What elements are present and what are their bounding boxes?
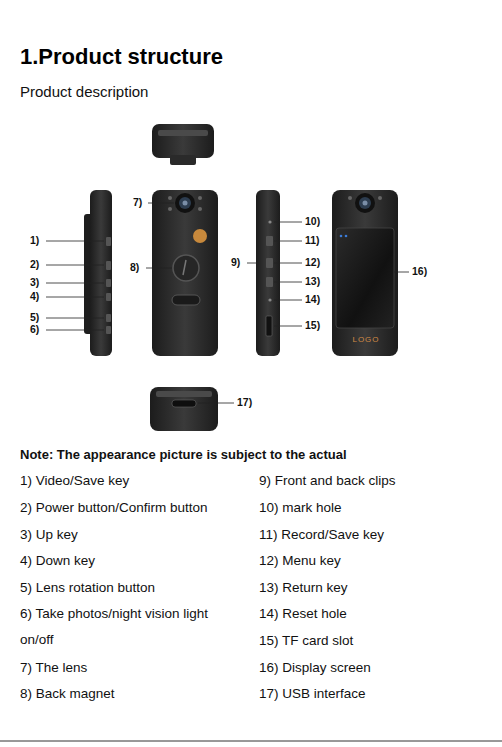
part-description: 9) Front and back clips (259, 468, 396, 495)
callout-number: 8) (130, 261, 139, 274)
part-description: 12) Menu key (259, 548, 341, 575)
callout-number: 6) (30, 323, 39, 336)
callout-number: 15) (305, 319, 320, 332)
callout-number: 7) (133, 196, 142, 209)
top-view (152, 124, 214, 165)
left-side-view (46, 190, 112, 356)
part-description: 4) Down key (20, 548, 95, 575)
logo-text: LOGO (352, 335, 379, 345)
part-description: 5) Lens rotation button (20, 575, 155, 602)
part-description: 17) USB interface (259, 681, 366, 708)
part-description: 3) Up key (20, 522, 78, 549)
callout-number: 11) (305, 234, 320, 247)
callout-number: 5) (30, 311, 39, 324)
part-description: 15) TF card slot (259, 628, 353, 655)
bottom-view (150, 387, 234, 431)
part-description: 6) Take photos/night vision light on/off (20, 601, 242, 654)
part-description: 11) Record/Save key (259, 522, 384, 549)
callout-number: 14) (305, 293, 320, 306)
subtitle: Product description (20, 83, 148, 102)
part-description: 8) Back magnet (20, 681, 115, 708)
callout-number: 10) (305, 215, 320, 228)
callout-number: 13) (305, 275, 320, 288)
part-description: 16) Display screen (259, 655, 371, 682)
callout-number: 16) (412, 265, 427, 278)
page-title: 1.Product structure (20, 44, 223, 70)
callout-number: 17) (237, 396, 252, 409)
callout-number: 12) (305, 256, 320, 269)
part-description: 7) The lens (20, 655, 87, 682)
page-rule (0, 741, 502, 742)
callout-number: 9) (231, 256, 240, 269)
part-description: 2) Power button/Confirm button (20, 495, 208, 522)
part-description: 10) mark hole (259, 495, 342, 522)
callout-number: 3) (30, 276, 39, 289)
front-view (332, 190, 409, 356)
part-description: 13) Return key (259, 575, 348, 602)
note: Note: The appearance picture is subject … (20, 447, 347, 463)
callout-number: 1) (30, 234, 39, 247)
part-description: 1) Video/Save key (20, 468, 129, 495)
right-side-view (247, 190, 302, 356)
callout-number: 4) (30, 290, 39, 303)
back-view (146, 190, 218, 356)
part-description: 14) Reset hole (259, 601, 347, 628)
callout-number: 2) (30, 258, 39, 271)
